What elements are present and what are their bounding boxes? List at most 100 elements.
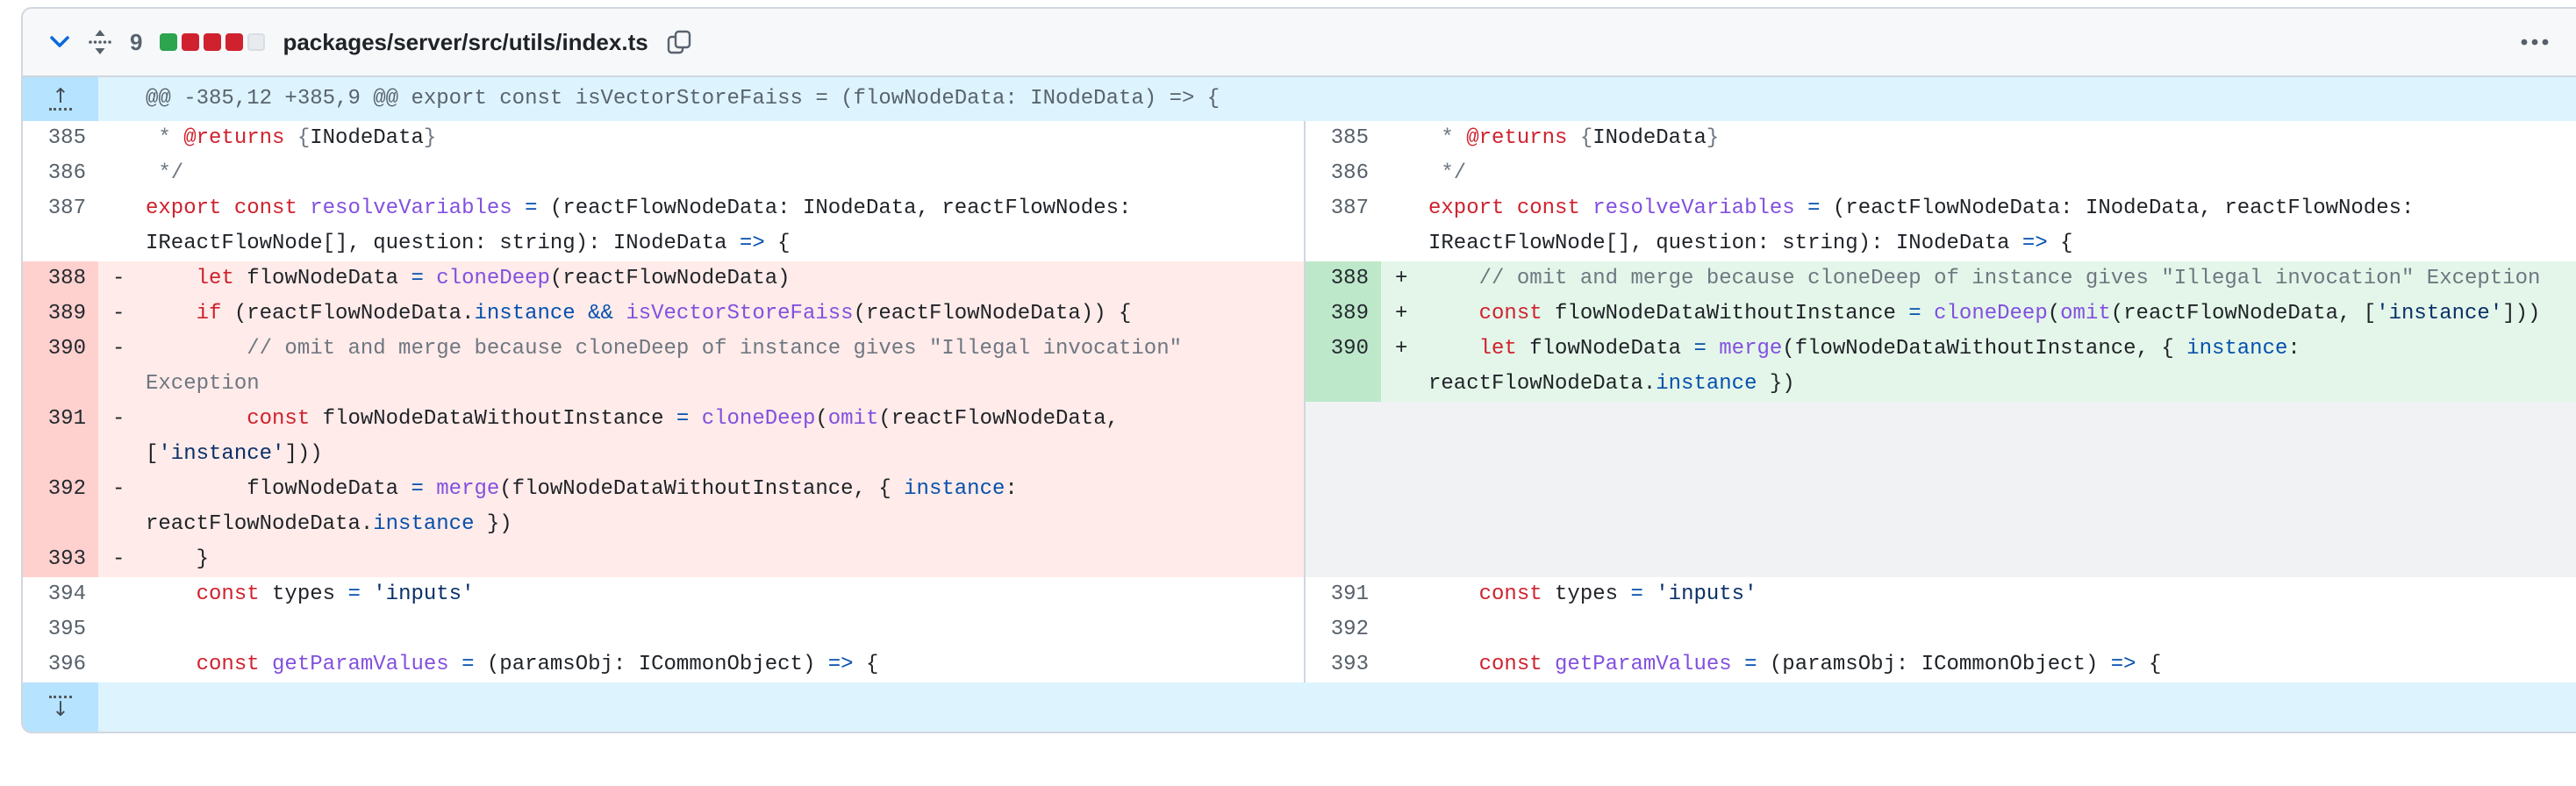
line-number[interactable]: 389: [23, 297, 98, 332]
code-line: * @returns {INodeData}: [1381, 121, 2576, 156]
code-line: IReactFlowNode[], question: string): INo…: [98, 226, 1304, 261]
code-text: * @returns {INodeData}: [146, 126, 437, 150]
line-number[interactable]: 388: [23, 261, 98, 297]
code-text: export const resolveVariables = (reactFl…: [1428, 196, 2415, 220]
empty-filler: [1381, 437, 2576, 472]
code-text: */: [146, 161, 184, 185]
code-line: */: [1381, 156, 2576, 191]
code-text: const getParamValues = (paramsObj: IComm…: [1478, 653, 2162, 676]
diff-marker: -: [112, 407, 125, 431]
line-number[interactable]: 386: [1304, 156, 1381, 191]
line-number[interactable]: 393: [23, 542, 98, 577]
diff-row: 393- }: [23, 542, 2576, 577]
line-number[interactable]: [23, 507, 98, 542]
line-number[interactable]: 392: [23, 472, 98, 507]
line-number[interactable]: 385: [1304, 121, 1381, 156]
line-number[interactable]: 388: [1304, 261, 1381, 297]
line-number[interactable]: 387: [1304, 191, 1381, 226]
code-text: }: [146, 547, 210, 571]
line-number: [1304, 402, 1381, 437]
diff-marker: +: [1395, 267, 1408, 290]
line-number[interactable]: 391: [1304, 577, 1381, 612]
line-number[interactable]: 393: [1304, 647, 1381, 682]
file-header: 9 packages/server/src/utils/index.ts: [23, 9, 2576, 77]
code-line: const getParamValues = (paramsObj: IComm…: [98, 647, 1304, 682]
diff-row: reactFlowNodeData.instance }): [23, 507, 2576, 542]
file-options-button[interactable]: [2520, 38, 2550, 46]
collapse-file-button[interactable]: [49, 35, 70, 49]
line-number[interactable]: 387: [23, 191, 98, 226]
diffstat-square-deletion: [225, 33, 244, 51]
line-number[interactable]: [1304, 367, 1381, 402]
expand-up-icon: ↑: [52, 85, 69, 108]
diff-row: 391- const flowNodeDataWithoutInstance =…: [23, 402, 2576, 437]
code-text: reactFlowNodeData.instance }): [146, 512, 512, 536]
file-path[interactable]: packages/server/src/utils/index.ts: [283, 28, 648, 55]
line-number[interactable]: 386: [23, 156, 98, 191]
line-number[interactable]: 389: [1304, 297, 1381, 332]
code-text: const getParamValues = (paramsObj: IComm…: [196, 653, 879, 676]
empty-filler: [1381, 402, 2576, 437]
code-text: export const resolveVariables = (reactFl…: [146, 196, 1132, 220]
diff-row: 387 export const resolveVariables = (reac…: [23, 191, 2576, 226]
code-line: + const flowNodeDataWithoutInstance = cl…: [1381, 297, 2576, 332]
hunk-header-row: ↑ @@ -385,12 +385,9 @@ export const isVe…: [23, 77, 2576, 121]
code-text: const types = 'inputs': [196, 582, 475, 606]
expand-down-button[interactable]: ↓: [23, 682, 98, 732]
code-line: reactFlowNodeData.instance }): [1381, 367, 2576, 402]
expand-row-background: [98, 682, 2576, 732]
code-line: - let flowNodeData = cloneDeep(reactFlow…: [98, 261, 1304, 297]
hunk-header: @@ -385,12 +385,9 @@ export const isVect…: [98, 77, 2576, 121]
code-text: const flowNodeDataWithoutInstance = clon…: [247, 407, 1120, 431]
code-text: if (reactFlowNodeData.instance && isVect…: [196, 302, 1132, 325]
code-line: - flowNodeData = merge(flowNodeDataWitho…: [98, 472, 1304, 507]
line-number[interactable]: [23, 367, 98, 402]
line-number[interactable]: 396: [23, 647, 98, 682]
drag-handle-icon[interactable]: [88, 29, 112, 55]
copy-path-button[interactable]: [666, 29, 692, 55]
code-text: IReactFlowNode[], question: string): INo…: [146, 232, 791, 255]
line-number[interactable]: 394: [23, 577, 98, 612]
line-number[interactable]: [23, 437, 98, 472]
code-line: - const flowNodeDataWithoutInstance = cl…: [98, 402, 1304, 437]
expand-up-button[interactable]: ↑: [23, 77, 98, 121]
line-number[interactable]: [23, 226, 98, 261]
copy-icon: [666, 29, 692, 55]
code-text: const flowNodeDataWithoutInstance = clon…: [1478, 302, 2541, 325]
line-number[interactable]: 391: [23, 402, 98, 437]
code-line: export const resolveVariables = (reactFl…: [98, 191, 1304, 226]
diff-row: 396 const getParamValues = (paramsObj: I…: [23, 647, 2576, 682]
code-line: const types = 'inputs': [98, 577, 1304, 612]
code-line: export const resolveVariables = (reactFl…: [1381, 191, 2576, 226]
diff-rows: 385 * @returns {INodeData} 385 * @returns…: [23, 121, 2576, 682]
diff-marker: -: [112, 337, 125, 361]
diff-row: 389- if (reactFlowNodeData.instance && i…: [23, 297, 2576, 332]
diff-row: Exception reactFlowNodeData.instance }): [23, 367, 2576, 402]
file-diff-container: 9 packages/server/src/utils/index.ts ↑ @…: [21, 7, 2576, 733]
code-text: ['instance'])): [146, 442, 323, 466]
code-text: reactFlowNodeData.instance }): [1428, 372, 1795, 396]
code-text: let flowNodeData = cloneDeep(reactFlowNo…: [196, 267, 791, 290]
chevron-down-icon: [49, 35, 70, 49]
diff-row: 390- // omit and merge because cloneDeep…: [23, 332, 2576, 367]
line-number[interactable]: 390: [1304, 332, 1381, 367]
code-text: const types = 'inputs': [1478, 582, 1757, 606]
line-number[interactable]: [1304, 226, 1381, 261]
line-number: [1304, 507, 1381, 542]
line-number[interactable]: 385: [23, 121, 98, 156]
code-text: // omit and merge because cloneDeep of i…: [1428, 267, 2541, 290]
diff-row: 385 * @returns {INodeData} 385 * @returns…: [23, 121, 2576, 156]
code-text: */: [1428, 161, 1467, 185]
line-number[interactable]: 390: [23, 332, 98, 367]
code-line: - // omit and merge because cloneDeep of…: [98, 332, 1304, 367]
code-line: */: [98, 156, 1304, 191]
line-number[interactable]: 392: [1304, 612, 1381, 647]
code-line: IReactFlowNode[], question: string): INo…: [1381, 226, 2576, 261]
diff-marker: -: [112, 547, 125, 571]
code-text: * @returns {INodeData}: [1428, 126, 1720, 150]
diff-marker: +: [1395, 337, 1408, 361]
line-number: [1304, 437, 1381, 472]
empty-filler: [1381, 472, 2576, 507]
code-text: Exception: [146, 372, 260, 396]
line-number[interactable]: 395: [23, 612, 98, 647]
